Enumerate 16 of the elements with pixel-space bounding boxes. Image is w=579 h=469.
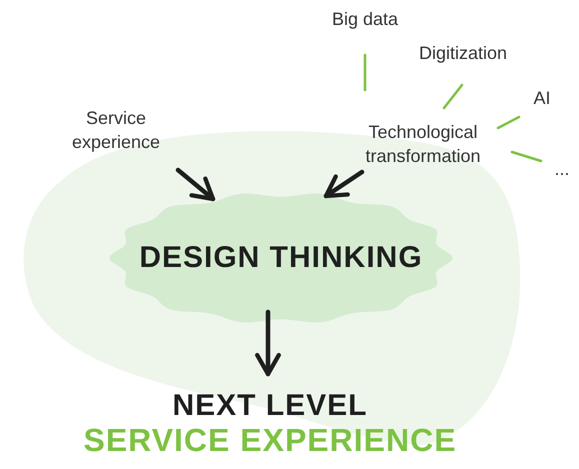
result-subtitle: SERVICE EXPERIENCE bbox=[83, 423, 457, 457]
result-title: NEXT LEVEL bbox=[172, 389, 368, 423]
heading-text: DESIGN THINKING bbox=[139, 241, 423, 275]
arrow bbox=[176, 168, 216, 202]
label-text: ... bbox=[554, 158, 570, 181]
arrow bbox=[255, 310, 281, 376]
connector-line bbox=[496, 116, 520, 130]
arrow bbox=[324, 170, 364, 198]
label-text: Technological transformation bbox=[364, 121, 482, 168]
connector-line bbox=[364, 54, 366, 92]
label-text: Service experience bbox=[70, 107, 162, 154]
label-text: AI bbox=[533, 87, 550, 110]
label-text: Big data bbox=[332, 8, 398, 31]
connector-line bbox=[510, 150, 542, 162]
connector-line bbox=[442, 84, 464, 110]
label-text: Digitization bbox=[418, 42, 508, 65]
